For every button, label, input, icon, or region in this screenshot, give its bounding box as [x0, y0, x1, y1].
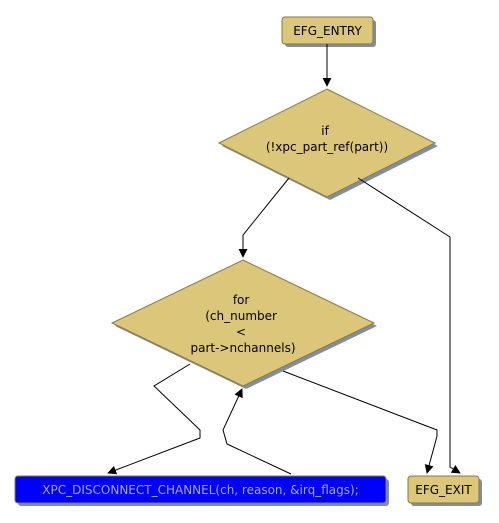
for-loop-line-4: part->nchannels): [190, 341, 295, 355]
for-loop-diamond: [110, 259, 376, 387]
for-loop-line-2: (ch_number: [205, 309, 277, 323]
if-decision-line-2: (!xpc_part_ref(part)): [266, 140, 388, 154]
exit-node-label: EFG_EXIT: [415, 483, 472, 497]
for-loop-label: for (ch_number < part->nchannels): [190, 293, 295, 355]
edge-call-to-for: [222, 388, 292, 475]
entry-node-label: EFG_ENTRY: [293, 24, 362, 38]
if-decision-line-1: if: [321, 124, 329, 138]
edge-if-to-for: [238, 177, 290, 258]
for-loop-line-1: for: [233, 293, 250, 307]
exit-node: EFG_EXIT: [407, 475, 482, 506]
if-decision-node: if (!xpc_part_ref(part)): [217, 88, 438, 200]
if-decision-diamond: [217, 88, 437, 198]
for-loop-line-3: <: [236, 325, 246, 339]
edge-if-to-exit: [357, 177, 461, 474]
call-node-box: [14, 475, 387, 504]
if-decision-label: if (!xpc_part_ref(part)): [266, 124, 388, 154]
call-node: XPC_DISCONNECT_CHANNEL(ch, reason, &irq_…: [14, 475, 389, 506]
call-node-label: XPC_DISCONNECT_CHANNEL(ch, reason, &irq_…: [42, 483, 358, 497]
entry-node: EFG_ENTRY: [281, 16, 376, 47]
exit-node-box: [407, 475, 480, 504]
for-loop-node: for (ch_number < part->nchannels): [110, 259, 377, 389]
edge-for-to-call: [107, 363, 201, 475]
edge-for-to-exit: [282, 370, 438, 474]
